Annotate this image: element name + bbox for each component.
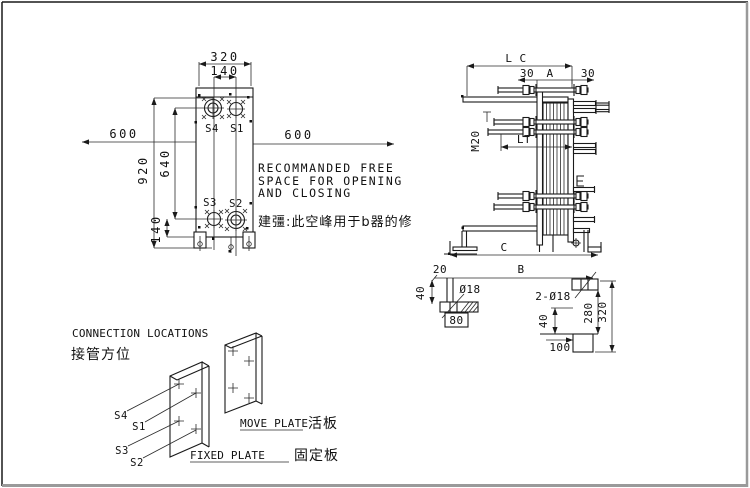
label-s3: S3 — [203, 197, 217, 209]
port-leader-lines — [126, 383, 197, 459]
front-view: 320 140 600 920 640 140 600 — [82, 50, 394, 256]
dim-320: 320 — [596, 301, 609, 322]
port-s4 — [201, 96, 225, 120]
fixed-frame-plate — [567, 98, 575, 243]
connection-subtitle: 接管方位 — [71, 346, 131, 363]
anchor-plate-left — [439, 301, 479, 313]
dim-40-left: 40 — [414, 286, 427, 300]
connection-studs — [572, 100, 610, 234]
iso-label-s3: S3 — [115, 445, 129, 457]
dim-b: B — [517, 263, 524, 276]
iso-label-s2: S2 — [130, 457, 144, 469]
note-line-2: SPACE FOR OPENING — [258, 174, 403, 188]
port-s3 — [204, 209, 224, 229]
connection-title: CONNECTION LOCATIONS — [72, 327, 208, 340]
foundation-block — [572, 333, 594, 353]
port-s1 — [226, 99, 246, 119]
note-chinese: 建彊:此空峰用于b器的修 — [258, 214, 413, 230]
dim-dia18: Ø18 — [459, 283, 480, 296]
note-line-3: AND CLOSING — [258, 186, 352, 200]
dim-40-right: 40 — [537, 314, 550, 328]
label-s4: S4 — [205, 123, 219, 135]
side-view: L C 30 A 30 M20 — [431, 52, 610, 282]
dim-c: C — [500, 241, 507, 254]
label-s2: S2 — [229, 198, 243, 210]
dim-30-left: 30 — [520, 67, 534, 80]
pressure-plate — [536, 89, 544, 246]
tightening-bolts — [487, 83, 589, 214]
dim-320: 320 — [210, 50, 239, 64]
dim-140-bottom: 140 — [149, 214, 163, 243]
dim-640: 640 — [158, 148, 172, 177]
dim-600-right: 600 — [284, 128, 313, 142]
port-s2 — [224, 208, 248, 232]
dim-80: 80 — [449, 314, 463, 327]
carrying-bar — [462, 96, 569, 103]
dim-lt: LT — [517, 133, 531, 146]
dim-30-right: 30 — [581, 67, 595, 80]
fixed-plate-label: FIXED PLATE — [190, 449, 265, 462]
anchor-plate-right — [571, 278, 599, 291]
label-s1: S1 — [230, 123, 244, 135]
anchor-detail-right: 2-Ø18 280 320 40 100 — [535, 271, 616, 354]
free-space-note: RECOMMANDED FREE SPACE FOR OPENING AND C… — [258, 161, 413, 230]
move-plate-label-cn: 活板 — [308, 416, 338, 432]
dim-20: 20 — [433, 263, 447, 276]
clip-detail — [576, 175, 584, 187]
dim-2-dia18: 2-Ø18 — [535, 290, 571, 303]
anchor-detail-left: 40 Ø18 80 — [414, 278, 480, 328]
dim-280: 280 — [582, 302, 595, 323]
fixed-plate-iso — [169, 361, 210, 458]
note-line-1: RECOMMANDED FREE — [258, 161, 394, 175]
move-plate-iso — [224, 332, 263, 414]
connection-locations: CONNECTION LOCATIONS 接管方位 S4 S1 S3 S2 MO… — [71, 327, 339, 469]
front-feet — [193, 231, 256, 253]
side-supports — [444, 230, 602, 255]
move-plate-label: MOVE PLATE — [240, 417, 308, 430]
dim-lc: L C — [505, 52, 526, 65]
dim-m20: M20 — [469, 130, 482, 151]
fixed-plate-label-cn: 固定板 — [294, 448, 339, 464]
dim-a: A — [546, 67, 553, 80]
dim-920: 920 — [136, 155, 150, 184]
dim-600-left: 600 — [109, 127, 138, 141]
iso-label-s1: S1 — [132, 421, 146, 433]
iso-label-s4: S4 — [114, 410, 128, 422]
dim-100: 100 — [549, 341, 570, 354]
dim-140-top: 140 — [210, 64, 239, 78]
